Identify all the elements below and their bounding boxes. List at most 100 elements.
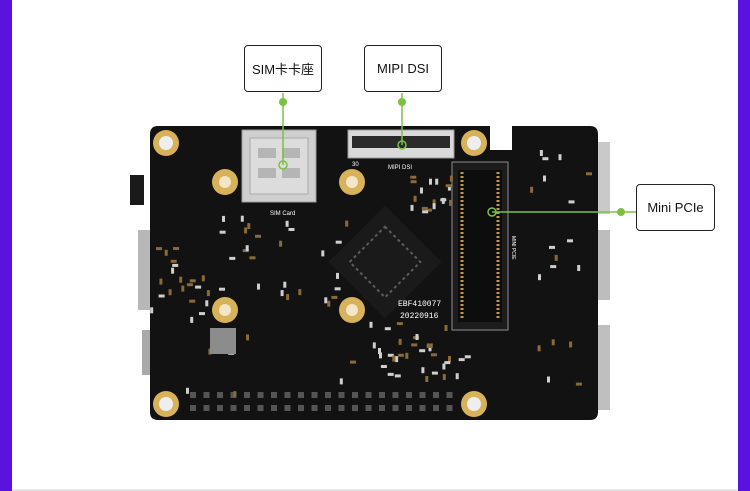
smd-part xyxy=(327,300,331,307)
smd-part xyxy=(249,256,256,260)
smd-part xyxy=(420,187,423,194)
gpio-pin xyxy=(325,405,331,411)
right-frame-bar xyxy=(738,0,750,491)
gpio-pin xyxy=(271,405,277,411)
smd-part xyxy=(179,276,183,283)
gpio-pin xyxy=(298,405,304,411)
gpio-pin xyxy=(230,405,237,411)
gpio-pin xyxy=(244,405,250,411)
usb-port-bottom xyxy=(596,325,610,410)
gpio-pin xyxy=(257,405,264,411)
smd-part xyxy=(384,327,391,331)
smd-part xyxy=(195,285,202,289)
smd-part xyxy=(189,279,196,283)
smd-part xyxy=(413,195,417,202)
gpio-pin xyxy=(338,405,345,411)
smd-part xyxy=(396,322,403,326)
gpio-pin xyxy=(217,392,223,398)
gpio-pin xyxy=(217,405,223,411)
mipi-dsi-callout: MIPI DSI xyxy=(364,45,442,92)
mipi-dsi-connector xyxy=(347,129,455,159)
smd-part xyxy=(372,342,376,349)
gpio-pin xyxy=(446,405,453,411)
sim-silkscreen: SIM Card xyxy=(270,211,295,217)
smd-part xyxy=(575,382,582,386)
smd-part xyxy=(411,343,418,347)
smd-part xyxy=(164,249,168,256)
smd-part xyxy=(442,363,446,370)
gpio-pin xyxy=(190,405,196,411)
gpio-pin xyxy=(433,392,439,398)
smd-part xyxy=(455,373,459,380)
gpio-pin xyxy=(325,392,331,398)
smd-part xyxy=(429,178,432,185)
smd-part xyxy=(586,172,592,176)
smd-part xyxy=(419,349,426,353)
gpio-pin xyxy=(365,405,372,411)
gpio-pin xyxy=(203,392,210,398)
gpio-pin xyxy=(419,405,426,411)
smd-part xyxy=(283,281,287,288)
smd-part xyxy=(339,378,343,385)
smd-part xyxy=(222,215,225,222)
smd-part xyxy=(542,157,549,161)
smd-part xyxy=(173,247,180,250)
gpio-pin xyxy=(352,405,358,411)
smd-part xyxy=(538,274,541,281)
smd-part xyxy=(432,199,436,206)
smd-part xyxy=(398,338,402,345)
smd-part xyxy=(158,294,165,298)
serial-number: EBF410077 xyxy=(398,300,441,309)
smd-part xyxy=(422,210,429,214)
smd-part xyxy=(442,374,446,380)
gpio-pin xyxy=(298,392,304,398)
gpio-pin xyxy=(419,392,426,398)
smd-part xyxy=(170,259,177,263)
smd-part xyxy=(410,204,414,211)
smd-part xyxy=(447,184,451,191)
smd-part xyxy=(449,199,453,206)
smd-part xyxy=(201,275,205,282)
gpio-pin xyxy=(379,405,385,411)
smd-part xyxy=(186,283,193,287)
smd-part xyxy=(168,289,172,296)
smd-part xyxy=(280,290,284,297)
smd-part xyxy=(539,150,543,156)
smd-part xyxy=(206,290,210,297)
pin-30-silkscreen: 30 xyxy=(352,162,359,168)
gpio-pin xyxy=(406,405,412,411)
smd-part xyxy=(171,267,175,274)
smd-part xyxy=(410,180,417,184)
smd-part xyxy=(537,345,541,352)
smd-part xyxy=(255,234,261,238)
smd-part xyxy=(331,295,338,299)
gpio-pin xyxy=(190,392,196,398)
smd-part xyxy=(219,287,225,291)
smd-part xyxy=(431,371,438,375)
smd-part xyxy=(444,325,448,331)
hdmi-port-right xyxy=(598,230,610,300)
usb-port-top xyxy=(596,142,610,214)
smd-part xyxy=(568,200,575,204)
smd-part xyxy=(430,353,437,357)
smd-part xyxy=(550,265,557,269)
smd-part xyxy=(449,175,453,182)
smd-part xyxy=(464,355,471,359)
smd-part xyxy=(345,220,349,227)
smd-part xyxy=(150,307,154,314)
smd-part xyxy=(324,297,328,304)
gpio-pin xyxy=(271,392,277,398)
smd-part xyxy=(189,299,196,303)
mini-pcie-slot xyxy=(451,161,509,331)
smd-part xyxy=(547,376,550,383)
smd-part xyxy=(285,220,289,227)
pcie-silkscreen: MINI PCIE xyxy=(510,236,516,260)
smd-part xyxy=(394,374,401,378)
smd-part xyxy=(421,367,425,374)
smd-part xyxy=(577,265,581,271)
smd-part xyxy=(432,203,436,210)
smd-part xyxy=(554,254,558,261)
smd-part xyxy=(245,245,249,252)
smd-part xyxy=(159,278,163,285)
